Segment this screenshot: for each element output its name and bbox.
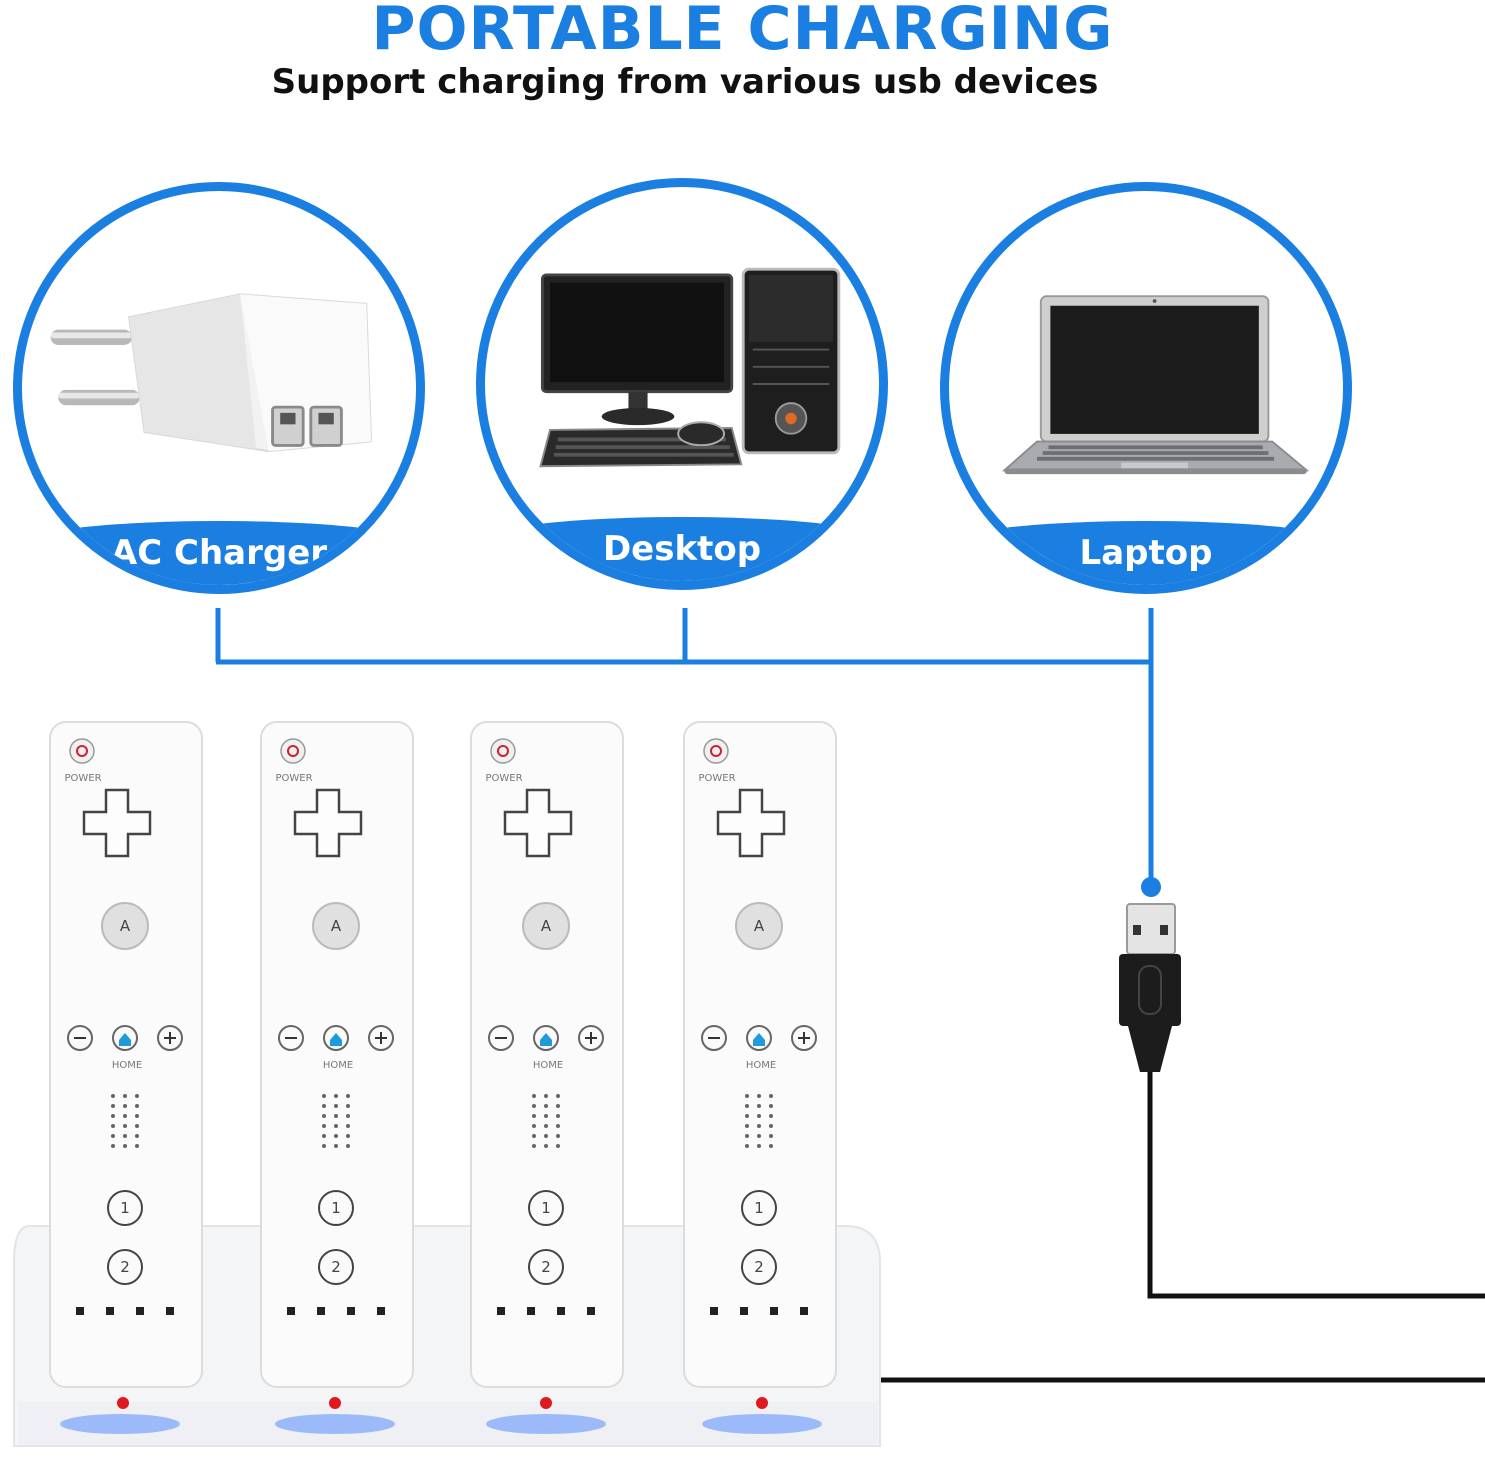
source-band <box>949 521 1343 585</box>
one-button-label: 1 <box>120 1199 130 1217</box>
wii-remote-1 <box>48 720 204 1389</box>
laptop-icon <box>1001 295 1310 475</box>
source-band <box>485 517 879 581</box>
power-label: POWER <box>698 773 735 784</box>
home-label: HOME <box>533 1060 563 1071</box>
wii-remote-3 <box>469 720 625 1389</box>
page-subtitle: Support charging from various usb device… <box>271 62 1099 102</box>
led-indicator <box>329 1397 341 1409</box>
power-label: POWER <box>485 773 522 784</box>
a-button-label: A <box>120 917 131 935</box>
one-button-label: 1 <box>331 1199 341 1217</box>
source-band <box>22 521 416 585</box>
source-card-desktop: Desktop <box>476 178 888 590</box>
usb-plug-icon <box>1119 903 1181 1072</box>
source-card-ac-charger: AC Charger <box>13 182 425 594</box>
two-button-label: 2 <box>541 1258 551 1276</box>
source-label-laptop: Laptop <box>1079 533 1213 573</box>
a-button-label: A <box>541 917 552 935</box>
two-button-label: 2 <box>120 1258 130 1276</box>
led-indicator <box>117 1397 129 1409</box>
two-button-label: 2 <box>754 1258 764 1276</box>
source-label-desktop: Desktop <box>602 529 762 569</box>
page-title: PORTABLE CHARGING <box>371 0 1114 64</box>
a-button-label: A <box>754 917 765 935</box>
wii-remote-2 <box>259 720 415 1389</box>
one-button-label: 1 <box>754 1199 764 1217</box>
connector-dot <box>1141 877 1161 897</box>
led-indicator <box>756 1397 768 1409</box>
power-label: POWER <box>64 773 101 784</box>
a-button-label: A <box>331 917 342 935</box>
desktop-computer-icon <box>539 267 841 468</box>
charging-dock <box>13 1225 881 1447</box>
power-label: POWER <box>275 773 312 784</box>
ac-charger-icon <box>50 293 373 453</box>
source-label-ac-charger: AC Charger <box>110 533 328 573</box>
usb-cable <box>1147 1072 1485 1299</box>
wii-remote-4 <box>682 720 838 1389</box>
home-label: HOME <box>746 1060 776 1071</box>
connector-lines <box>215 608 1154 885</box>
one-button-label: 1 <box>541 1199 551 1217</box>
home-label: HOME <box>112 1060 142 1071</box>
home-label: HOME <box>323 1060 353 1071</box>
two-button-label: 2 <box>331 1258 341 1276</box>
led-indicator <box>540 1397 552 1409</box>
source-card-laptop: Laptop <box>940 182 1352 594</box>
